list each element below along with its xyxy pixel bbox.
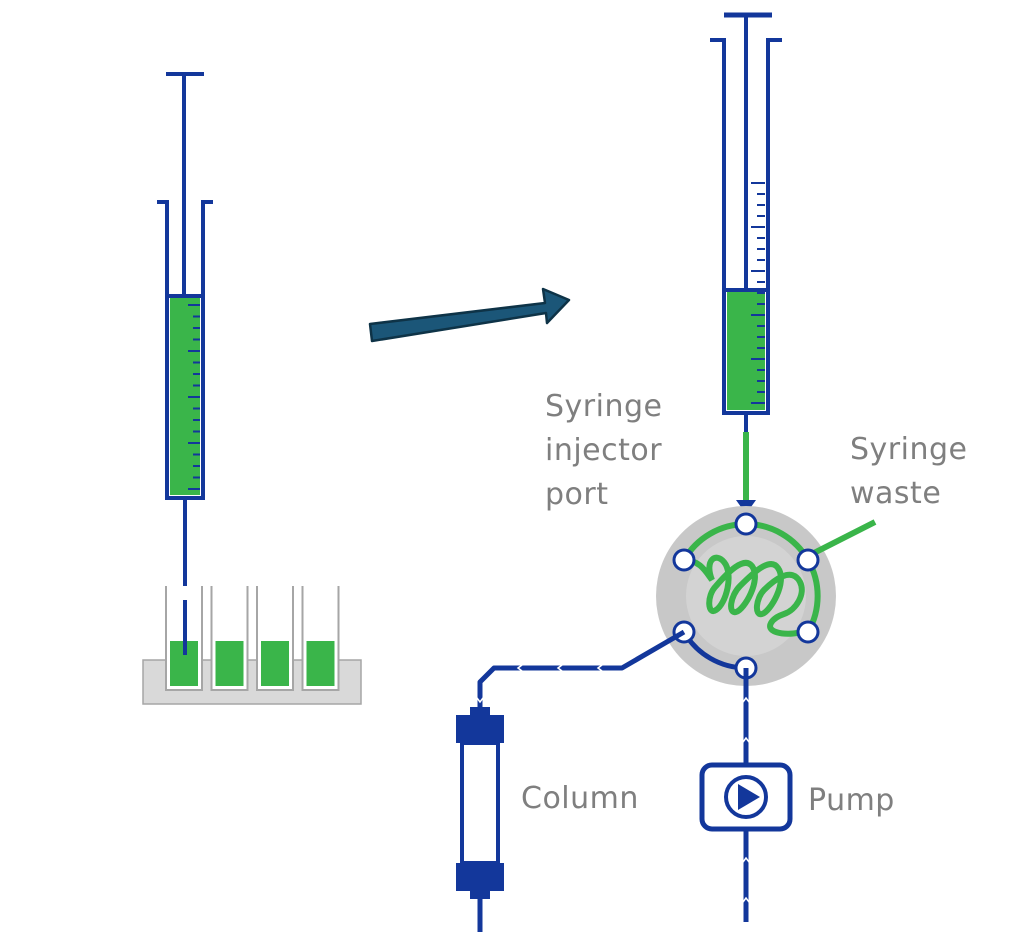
flow-direction-chevrons: [742, 696, 750, 903]
flow-chevron: [556, 664, 563, 672]
valve-port: [734, 512, 758, 536]
vial: [301, 586, 340, 691]
valve-port: [796, 620, 820, 644]
vial-rack: [142, 586, 362, 705]
injection-syringe: [710, 12, 782, 514]
valve-rotor: [686, 536, 806, 656]
flow-chevron: [596, 664, 603, 672]
flow-chevron: [742, 696, 750, 703]
sample-loop-coil: [681, 554, 811, 637]
column-label: Column: [521, 781, 639, 816]
syringe-waste-label: Syringe waste: [850, 432, 978, 511]
valve-port: [672, 548, 696, 572]
play-icon: [738, 784, 760, 810]
waste-line: [806, 519, 877, 559]
vial: [210, 586, 249, 691]
pump-label: Pump: [808, 783, 895, 818]
syringe-injector-port-label: Syringe injector port: [545, 389, 673, 512]
transfer-arrow: [368, 287, 571, 343]
graduation-marks: [188, 304, 200, 490]
flow-chevron: [742, 736, 750, 743]
sample-liquid: [170, 296, 200, 495]
column-bottom-nut: [470, 889, 490, 899]
column-top-nut: [470, 707, 490, 717]
flow-chevron: [742, 856, 750, 863]
valve-to-column-line: [477, 629, 686, 720]
sample-liquid: [727, 290, 765, 410]
sample-loading-syringe: [157, 72, 213, 655]
vial: [256, 586, 294, 691]
vials: [165, 586, 340, 691]
column-bottom-fitting: [456, 863, 504, 891]
column: [456, 707, 504, 932]
flow-chevron: [476, 697, 484, 704]
vial-sample: [306, 641, 335, 686]
column-top-fitting: [456, 715, 504, 743]
flow-chevron: [742, 896, 750, 903]
column-body: [460, 741, 500, 865]
vial-sample: [261, 641, 289, 686]
injection-valve: [656, 506, 877, 686]
pump: [699, 762, 793, 832]
flow-chevron: [516, 664, 523, 672]
valve-port: [796, 548, 820, 572]
vial-sample: [215, 641, 244, 686]
graduation-marks: [751, 182, 765, 404]
